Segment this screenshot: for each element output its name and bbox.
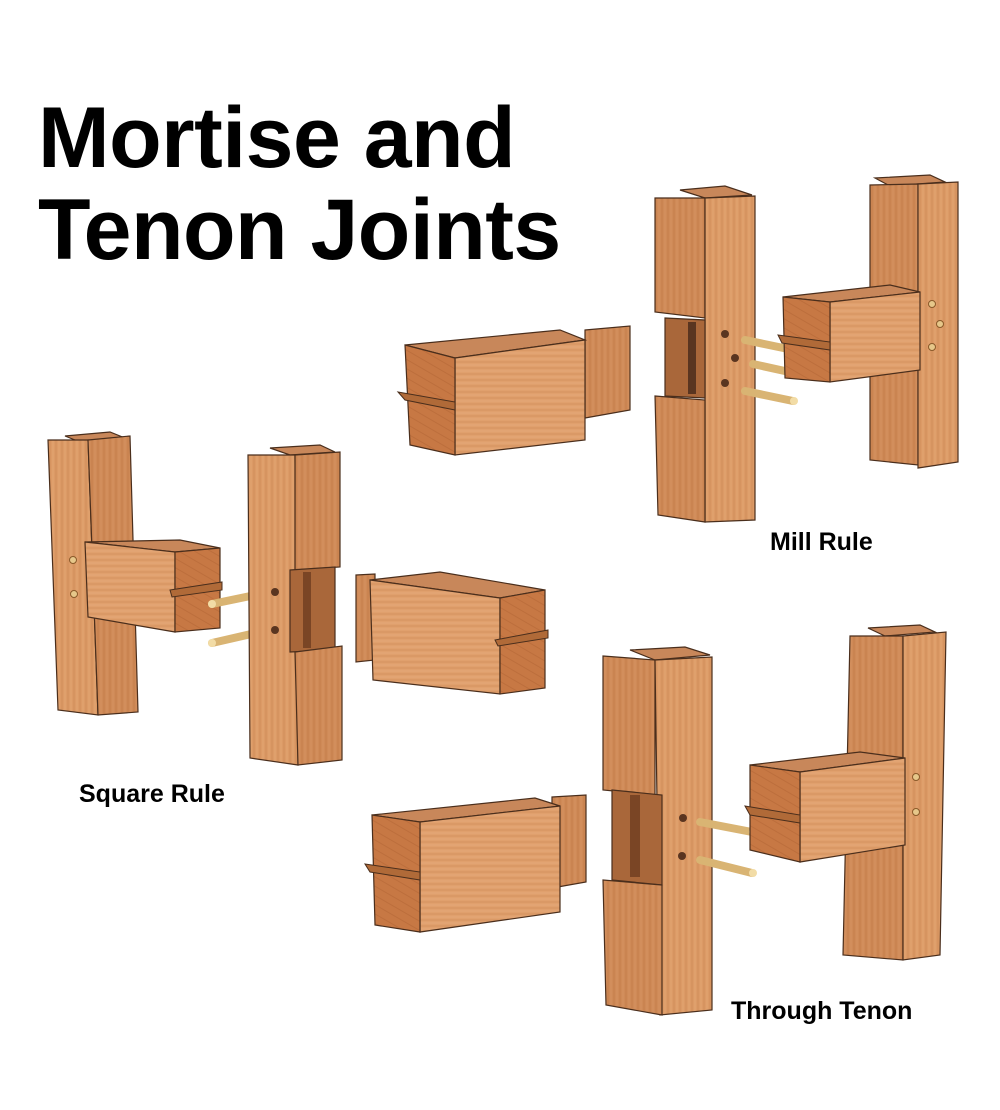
page-title: Mortise and Tenon Joints (38, 92, 561, 276)
mill-rule-beam (396, 325, 631, 456)
square-rule-post-left (47, 431, 223, 716)
mill-rule-post-left (654, 185, 756, 523)
title-line-2: Tenon Joints (38, 182, 561, 278)
through-tenon-beam (364, 794, 587, 933)
square-rule-label: Square Rule (79, 780, 225, 808)
square-rule-beam (355, 571, 549, 695)
through-tenon-post-left (602, 646, 713, 1016)
mill-rule-diagram (396, 174, 959, 523)
through-tenon-label: Through Tenon (731, 997, 913, 1025)
through-tenon-post-right (744, 624, 947, 961)
title-line-1: Mortise and (38, 90, 516, 186)
through-tenon-diagram (364, 624, 947, 1016)
mill-rule-post-right (777, 174, 959, 469)
square-rule-post-right (247, 444, 343, 766)
mill-rule-label: Mill Rule (770, 528, 873, 556)
square-rule-diagram (47, 431, 549, 766)
